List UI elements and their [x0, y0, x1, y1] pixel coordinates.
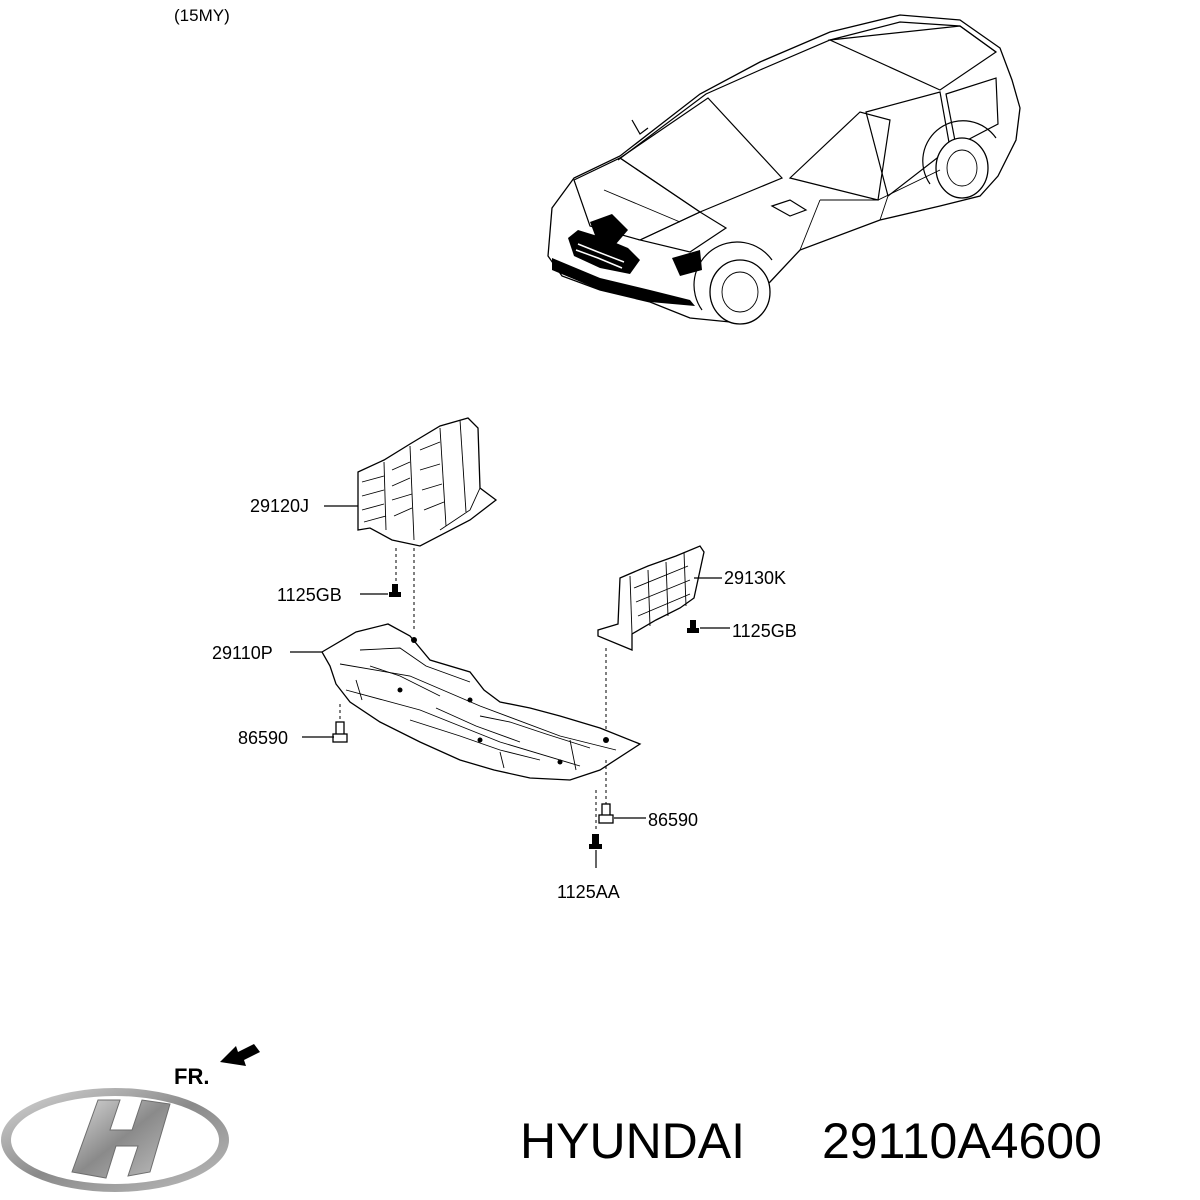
label-29130k: 29130K: [724, 568, 786, 588]
bolt-1125gb-left-icon: [389, 584, 401, 597]
label-1125gb-left: 1125GB: [277, 585, 342, 605]
part-number: 29110A4600: [822, 1113, 1102, 1169]
engine-cover-left-icon: [357, 417, 498, 547]
under-cover-panel-icon: [321, 623, 642, 781]
sedan-car-icon: [547, 14, 1021, 325]
front-arrow-icon: [220, 1044, 260, 1066]
label-29110p: 29110P: [212, 643, 273, 663]
clip-86590-left-icon: [332, 721, 348, 743]
brand-name: HYUNDAI: [520, 1113, 745, 1169]
bolt-1125aa-icon: [589, 834, 602, 849]
label-1125aa: 1125AA: [557, 882, 620, 902]
engine-cover-right-icon: [597, 545, 705, 651]
hyundai-logo-icon: [1, 1088, 229, 1192]
model-year-label: (15MY): [174, 6, 230, 25]
label-86590-left: 86590: [238, 728, 288, 748]
label-1125gb-right: 1125GB: [732, 621, 797, 641]
clip-86590-right-icon: [598, 803, 614, 824]
label-86590-right: 86590: [648, 810, 698, 830]
front-label: FR.: [174, 1064, 209, 1089]
bolt-1125gb-right-icon: [687, 620, 699, 633]
label-29120j: 29120J: [250, 496, 309, 516]
